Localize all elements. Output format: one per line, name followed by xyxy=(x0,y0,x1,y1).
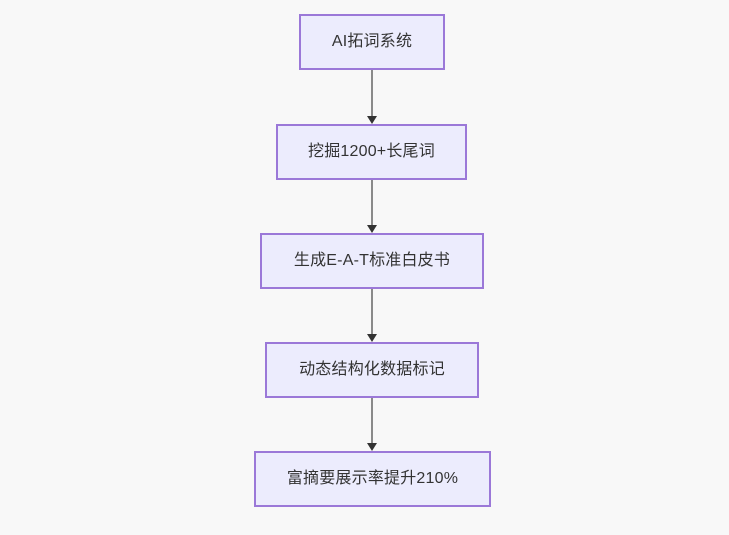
edge-line-icon xyxy=(371,398,373,444)
edge-line-icon xyxy=(371,70,373,117)
edge-n4-to-n5 xyxy=(367,398,377,451)
flow-node-label: 富摘要展示率提升210% xyxy=(286,470,459,488)
arrowhead-down-icon xyxy=(367,116,377,124)
flow-node-n4[interactable]: 动态结构化数据标记 xyxy=(265,342,479,398)
edge-n1-to-n2 xyxy=(367,70,377,124)
edge-n3-to-n4 xyxy=(367,289,377,342)
flow-node-n5[interactable]: 富摘要展示率提升210% xyxy=(254,451,491,507)
edge-line-icon xyxy=(371,180,373,226)
flow-node-label: AI拓词系统 xyxy=(331,33,413,51)
arrowhead-down-icon xyxy=(367,334,377,342)
flow-node-label: 挖掘1200+长尾词 xyxy=(308,143,435,161)
flow-node-n2[interactable]: 挖掘1200+长尾词 xyxy=(276,124,467,180)
arrowhead-down-icon xyxy=(367,225,377,233)
edge-line-icon xyxy=(371,289,373,335)
arrowhead-down-icon xyxy=(367,443,377,451)
flow-node-label: 生成E-A-T标准白皮书 xyxy=(293,252,451,270)
flow-node-n1[interactable]: AI拓词系统 xyxy=(299,14,445,70)
edge-n2-to-n3 xyxy=(367,180,377,233)
flow-node-label: 动态结构化数据标记 xyxy=(299,361,445,379)
flow-node-n3[interactable]: 生成E-A-T标准白皮书 xyxy=(260,233,484,289)
